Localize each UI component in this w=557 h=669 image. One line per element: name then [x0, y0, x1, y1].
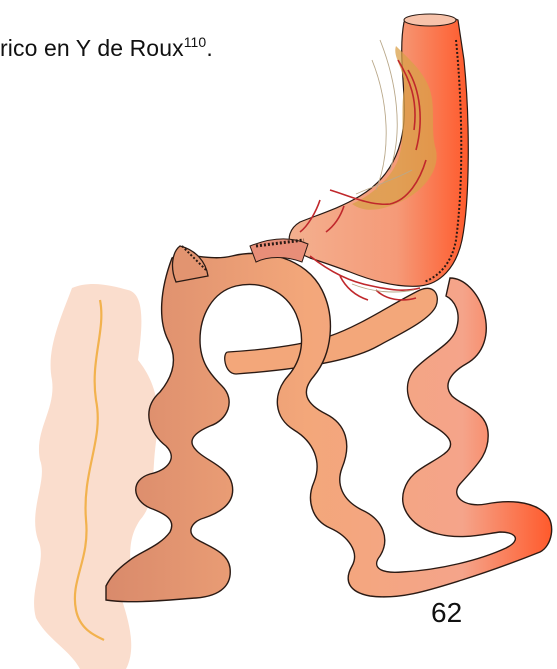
caption-period: .	[206, 35, 213, 61]
page-number: 62	[431, 597, 462, 629]
roux-limb	[225, 288, 438, 374]
caption-reference: 110	[184, 34, 207, 50]
small-bowel-loops	[106, 253, 552, 601]
biliopancreatic-limb-stump	[173, 246, 208, 282]
esophagus-opening	[404, 14, 456, 26]
colon-shape	[34, 284, 158, 669]
stomach-remnant	[289, 16, 468, 287]
figure-caption: rico en Y de Roux110.	[0, 34, 213, 62]
caption-text: rico en Y de Roux	[0, 35, 184, 61]
